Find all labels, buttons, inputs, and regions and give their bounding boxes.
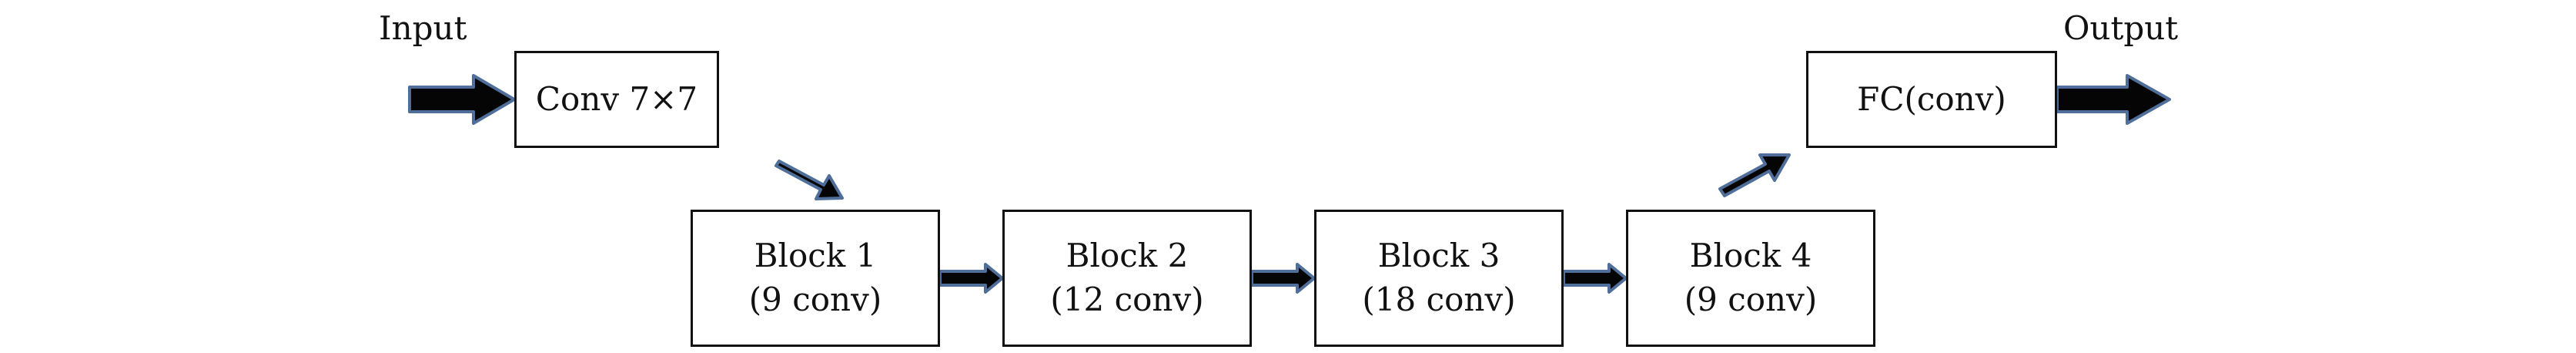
conv7x7-label: Conv 7×7 bbox=[535, 79, 698, 118]
input-arrow bbox=[408, 74, 516, 125]
block1-to-block2-arrow bbox=[938, 263, 1004, 294]
block2-title: Block 2 bbox=[1066, 237, 1189, 275]
block3-to-block4-arrow bbox=[1562, 263, 1628, 294]
block1-box: Block 1 (9 conv) bbox=[691, 210, 940, 347]
block4-to-head-arrow bbox=[1718, 153, 1791, 197]
block3-box: Block 3 (18 conv) bbox=[1314, 210, 1564, 347]
output-label: Output bbox=[2063, 9, 2179, 47]
fc-conv-box: FC(conv) bbox=[1806, 51, 2057, 148]
input-label: Input bbox=[379, 9, 467, 47]
output-arrow bbox=[2056, 74, 2171, 125]
conv7x7-box: Conv 7×7 bbox=[514, 51, 719, 148]
stem-to-block1-arrow bbox=[774, 160, 844, 200]
fc-conv-label: FC(conv) bbox=[1857, 79, 2006, 118]
block4-box: Block 4 (9 conv) bbox=[1626, 210, 1875, 347]
block4-title: Block 4 bbox=[1689, 237, 1812, 275]
block2-box: Block 2 (12 conv) bbox=[1002, 210, 1252, 347]
block1-detail: (9 conv) bbox=[748, 281, 882, 318]
block2-detail: (12 conv) bbox=[1050, 281, 1204, 318]
block2-to-block3-arrow bbox=[1250, 263, 1316, 294]
block4-detail: (9 conv) bbox=[1684, 281, 1818, 318]
block3-title: Block 3 bbox=[1377, 237, 1500, 275]
block3-detail: (18 conv) bbox=[1362, 281, 1516, 318]
block1-title: Block 1 bbox=[754, 237, 877, 275]
